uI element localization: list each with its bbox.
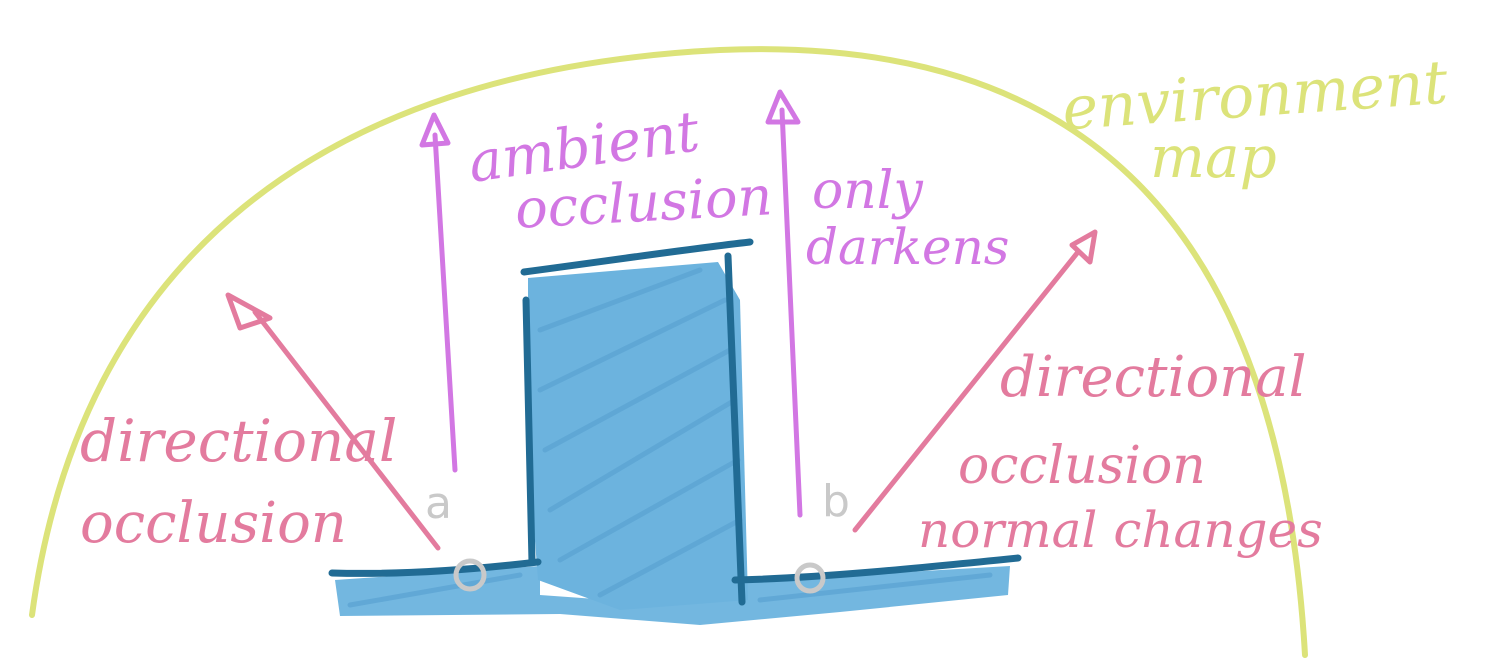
directional-arrows [225,229,1098,551]
scribble-strokes [347,267,993,608]
darkens-label-line2: darkens [806,218,1010,276]
block-fill [528,262,748,610]
surface-outline [328,238,1022,606]
point-label-b: b [822,476,850,527]
environment-dome [29,46,1308,658]
darkens-label-line1: only [812,161,923,221]
point-marker-a [453,558,487,592]
environment-label-line2: map [1150,123,1277,191]
left-directional-label-line2: occlusion [80,491,347,556]
ambient-arrows [419,89,803,518]
directional-arrow-right [852,249,1081,533]
left-directional-label-line1: directional [80,407,398,475]
directional-arrow-left [252,309,441,551]
right-directional-label-line1: directional [1000,345,1307,410]
ambient-arrow-right [779,107,803,518]
point-marker-b [794,562,826,594]
ambient-arrow-left [432,132,458,473]
right-directional-label-line2: occlusion [958,436,1206,496]
ambient-label-line2: occlusion [513,164,774,241]
right-directional-label-line3: normal changes [918,501,1323,559]
point-label-a: a [425,478,452,529]
